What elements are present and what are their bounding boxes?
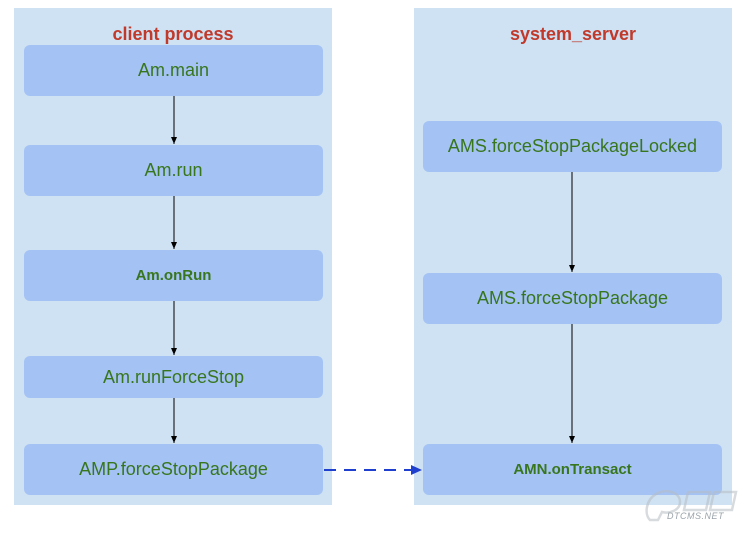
system-server-lane: system_server [414, 8, 732, 505]
watermark-logo [645, 490, 738, 522]
node-am-runforcestop: Am.runForceStop [24, 356, 323, 398]
node-am-main: Am.main [24, 45, 323, 96]
watermark-text: DTCMS.NET [667, 511, 724, 521]
node-am-run: Am.run [24, 145, 323, 196]
node-am-onrun: Am.onRun [24, 250, 323, 301]
node-ams-forcestoppackage: AMS.forceStopPackage [423, 273, 722, 324]
node-ams-forcestoppackagelocked: AMS.forceStopPackageLocked [423, 121, 722, 172]
system-server-title: system_server [509, 24, 637, 44]
node-amp-forcestoppackage: AMP.forceStopPackage [24, 444, 323, 495]
node-amn-ontransact: AMN.onTransact [423, 444, 722, 495]
client-process-title: client process [112, 24, 234, 44]
